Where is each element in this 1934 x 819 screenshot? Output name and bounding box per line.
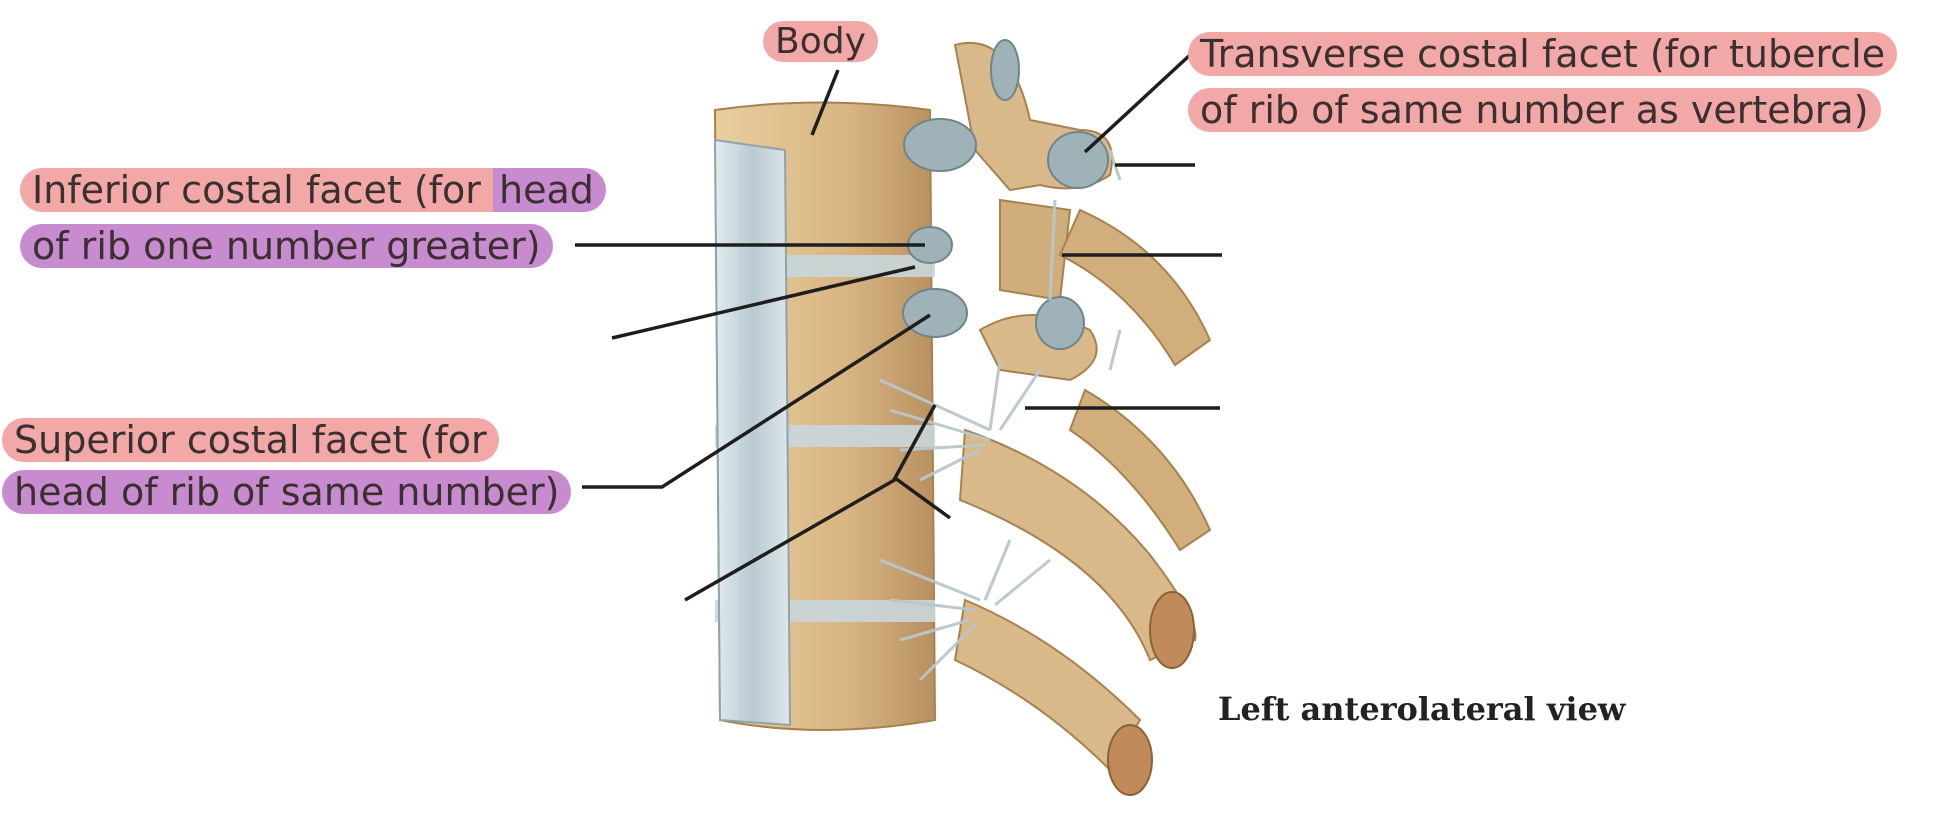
ribs: [953, 208, 1212, 796]
costal-facets: [902, 39, 1109, 350]
label-transverse-costal-facet-line1: Transverse costal facet (for tubercle: [1188, 28, 1898, 80]
label-body-text: Body: [763, 21, 878, 62]
label-transverse-costal-facet-line2: of rib of same number as vertebra): [1188, 84, 1881, 136]
leader-superior-facet: [582, 313, 931, 489]
radiate-ligaments: [879, 149, 1122, 682]
label-inferior-costal-facet-line2: of rib one number greater): [20, 220, 553, 272]
anterior-longitudinal-ligament: [713, 138, 792, 727]
leader-body: [810, 69, 840, 136]
label-superior-costal-facet-line2: head of rib of same number): [2, 466, 572, 518]
label-superior-costal-facet-line1: Superior costal facet (for: [2, 414, 499, 466]
view-caption: Left anterolateral view: [1218, 690, 1626, 728]
posterior-elements: [953, 41, 1113, 382]
leader-unlabeled-1: [611, 265, 916, 340]
label-body: Body: [763, 20, 878, 64]
leader-transverse-facet: [1083, 53, 1192, 154]
leader-unlabeled-3: [892, 404, 952, 520]
leader-lines: [575, 53, 1222, 602]
label-inferior-costal-facet-line1: Inferior costal facet (for head: [20, 164, 606, 216]
leader-unlabeled-2: [684, 476, 899, 602]
